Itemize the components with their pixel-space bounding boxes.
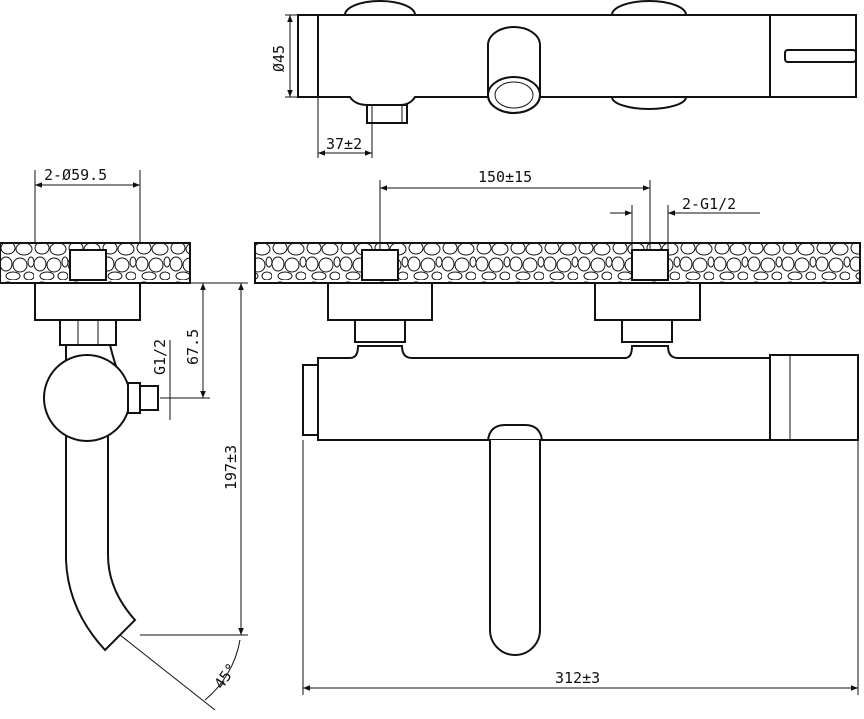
- nut-left: [354, 319, 406, 343]
- dim-body-diameter: Ø45: [270, 45, 288, 72]
- top-view: Ø45 37±2: [270, 0, 857, 158]
- dim-total-width: 312±3: [555, 669, 600, 687]
- front-view: 150±15 2-G1/2 312±3: [254, 168, 861, 695]
- end-cap: [297, 14, 319, 98]
- knob-right: [610, 0, 688, 16]
- knob-lower-arc: [611, 96, 687, 110]
- wall-front: [254, 242, 861, 284]
- spout-front: [489, 440, 541, 656]
- outlet-fitting-side: [139, 385, 159, 411]
- angle-arc: [204, 639, 241, 701]
- dim-fitting-offset: 37±2: [326, 135, 362, 153]
- mixer-body-top: [317, 14, 771, 106]
- nut-right: [621, 319, 673, 343]
- dim-spout-angle: 45°: [211, 660, 241, 693]
- spout-side: [65, 429, 137, 652]
- handle-box-front: [769, 354, 859, 441]
- nut-side: [59, 319, 117, 346]
- dim-center-distance: 150±15: [478, 168, 532, 186]
- end-cap-front: [302, 364, 319, 436]
- inlet-socket-left: [361, 249, 399, 281]
- knob-left: [343, 0, 417, 16]
- inlet-socket-side: [69, 249, 107, 281]
- side-view: 2-Ø59.5 67.5 G1/2 197±3 45°: [0, 166, 248, 711]
- escutcheon-side: [34, 282, 141, 321]
- dim-escutcheon-diameter: 2-Ø59.5: [44, 166, 107, 184]
- lever-slot: [784, 49, 857, 63]
- mixer-body-front: [317, 345, 771, 441]
- valve-body-side: [43, 354, 131, 442]
- outlet-fitting: [366, 104, 408, 124]
- dim-inlet-to-axis: 67.5: [184, 329, 202, 365]
- escutcheon-right: [594, 282, 701, 321]
- spout-top: [487, 26, 541, 114]
- dim-inlet-thread: 2-G1/2: [682, 195, 736, 213]
- dim-total-height: 197±3: [222, 445, 240, 490]
- escutcheon-left: [327, 282, 433, 321]
- inlet-socket-right: [631, 249, 669, 281]
- dim-outlet-thread: G1/2: [151, 339, 169, 375]
